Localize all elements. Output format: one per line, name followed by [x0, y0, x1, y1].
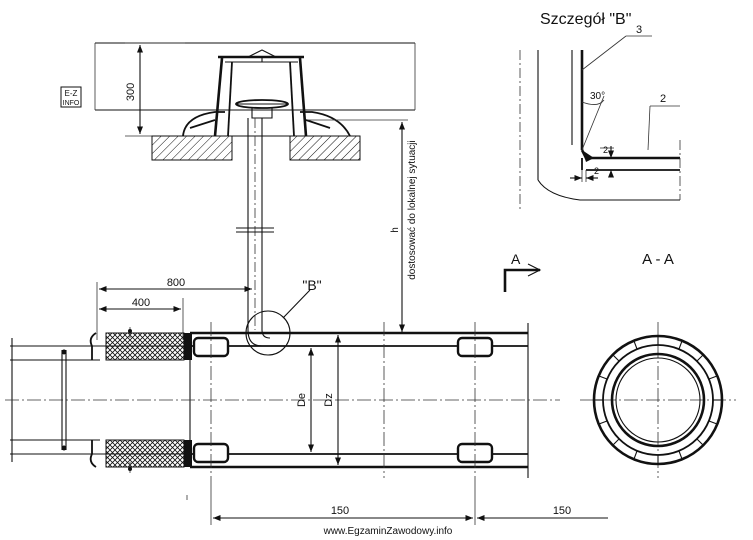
detail-title: Szczegół "B"	[540, 11, 631, 28]
main-pipe: De Dz	[5, 322, 560, 478]
height-dimension: h dostosować do lokalnej sytuacji	[308, 119, 418, 332]
dim-dz-label: Dz	[323, 393, 335, 406]
dim-150a-label: 150	[331, 505, 349, 517]
detail-b: Szczegół "B" 3 30° 2 2 2	[519, 11, 681, 210]
detail-dim-2b: 2	[594, 166, 599, 176]
logo-text-top: E-Z	[65, 89, 78, 98]
dim-h-label: h	[390, 227, 401, 233]
section-marker-label: A	[511, 251, 521, 267]
section-title: A - A	[642, 251, 674, 268]
watermark-text: www.EgzaminZawodowy.info	[323, 526, 453, 537]
dim-de-label: De	[296, 393, 308, 407]
dim-300-label: 300	[125, 83, 137, 101]
detail-b-reference: "B"	[245, 277, 322, 356]
spacer-ring	[594, 336, 722, 464]
detail-b-ref-label: "B"	[302, 277, 321, 293]
ez-info-logo: E-Z INFO	[60, 86, 82, 108]
local-adjust-note: dostosować do lokalnej sytuacji	[407, 140, 418, 280]
detail-callout-2: 2	[660, 93, 666, 105]
dim-800-label: 800	[167, 277, 185, 289]
spindle-shaft	[236, 118, 274, 330]
section-marker-a: A	[503, 251, 542, 292]
detail-angle-label: 30°	[590, 91, 605, 102]
section-a-a: A - A	[580, 251, 736, 478]
dim-150b-label: 150	[553, 505, 571, 517]
horizontal-dimensions-bottom: 150 150	[186, 478, 608, 525]
surface-assembly: 300	[94, 42, 416, 161]
logo-text-bottom: INFO	[63, 100, 80, 107]
detail-dim-2a: 2	[603, 145, 608, 155]
detail-callout-3: 3	[636, 24, 642, 36]
horizontal-dimensions-top: 800 400	[96, 277, 252, 340]
dim-400-label: 400	[132, 297, 150, 309]
